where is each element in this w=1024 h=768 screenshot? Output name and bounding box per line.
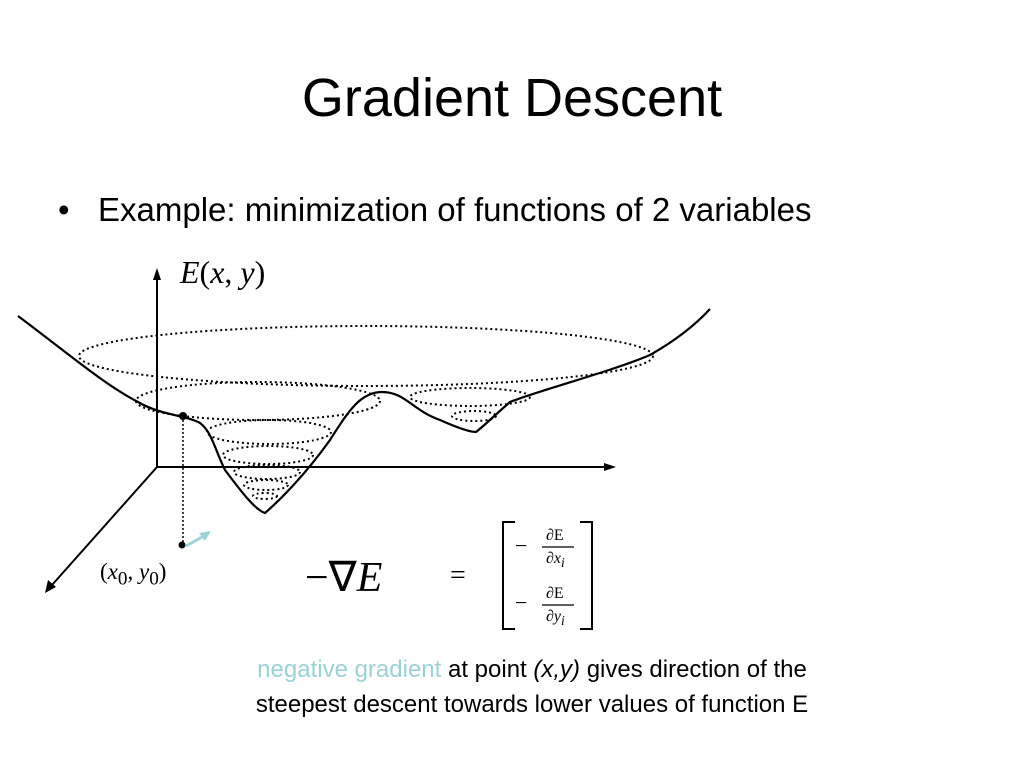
caption-highlight: negative gradient [257,656,442,683]
matrix-row2-denominator: ∂yi [546,608,565,630]
contour-left-5 [243,479,289,491]
contour-left-3 [222,445,314,465]
matrix-row1-sign: − [515,533,528,558]
caption-line-1: negative gradient at point (x,y) gives d… [0,652,1024,687]
row2-denominator-text: ∂y [546,608,562,625]
left-bracket [502,521,515,630]
contour-left-2 [206,419,332,445]
matrix-row2-sign: − [515,590,528,615]
right-bracket [580,521,593,630]
contour-right-1 [409,387,531,407]
contour-left-4 [233,464,301,480]
row2-subscript: i [561,613,565,629]
surface-point [179,412,187,420]
bullet-item: • Example: minimization of functions of 2… [58,188,812,232]
equals-sign: = [450,560,466,591]
base-point [178,541,186,549]
row1-denominator-text: ∂x [546,550,562,567]
gradient-arrow-shaft [185,534,205,548]
coordinate-axes [45,268,616,593]
row1-subscript: i [561,555,565,571]
gradient-symbol: −∇E [305,555,383,601]
energy-surface-curve [17,308,711,515]
contour-ellipses [78,325,654,500]
caption-line-2: steepest descent towards lower values of… [255,691,809,718]
slide-title: Gradient Descent [301,68,723,128]
matrix-brackets [502,521,593,630]
z-axis-arrow-icon [45,580,56,593]
caption: negative gradient at point (x,y) gives d… [0,652,1024,722]
contour-left-1 [135,381,381,421]
matrix-row2-numerator: ∂E [546,585,564,602]
y-axis-arrow-icon [153,268,161,280]
bullet-dot-icon: • [58,191,70,228]
contour-outer [78,325,654,387]
contour-right-2 [451,410,497,422]
matrix-row1-numerator: ∂E [546,527,564,544]
caption-part2: gives direction of the [586,656,807,683]
x-axis-arrow-icon [604,463,616,471]
caption-point: (x,y) [533,656,581,683]
caption-part1: at point [441,656,534,683]
point-label: (x0, y0) [100,559,167,590]
z-axis [51,466,158,586]
matrix-row1-denominator: ∂xi [546,550,565,572]
gradient-arrow-icon [199,531,211,541]
contour-left-6 [252,492,278,500]
function-label: E(x, y) [180,254,266,290]
bullet-text: Example: minimization of functions of 2 … [98,191,812,228]
